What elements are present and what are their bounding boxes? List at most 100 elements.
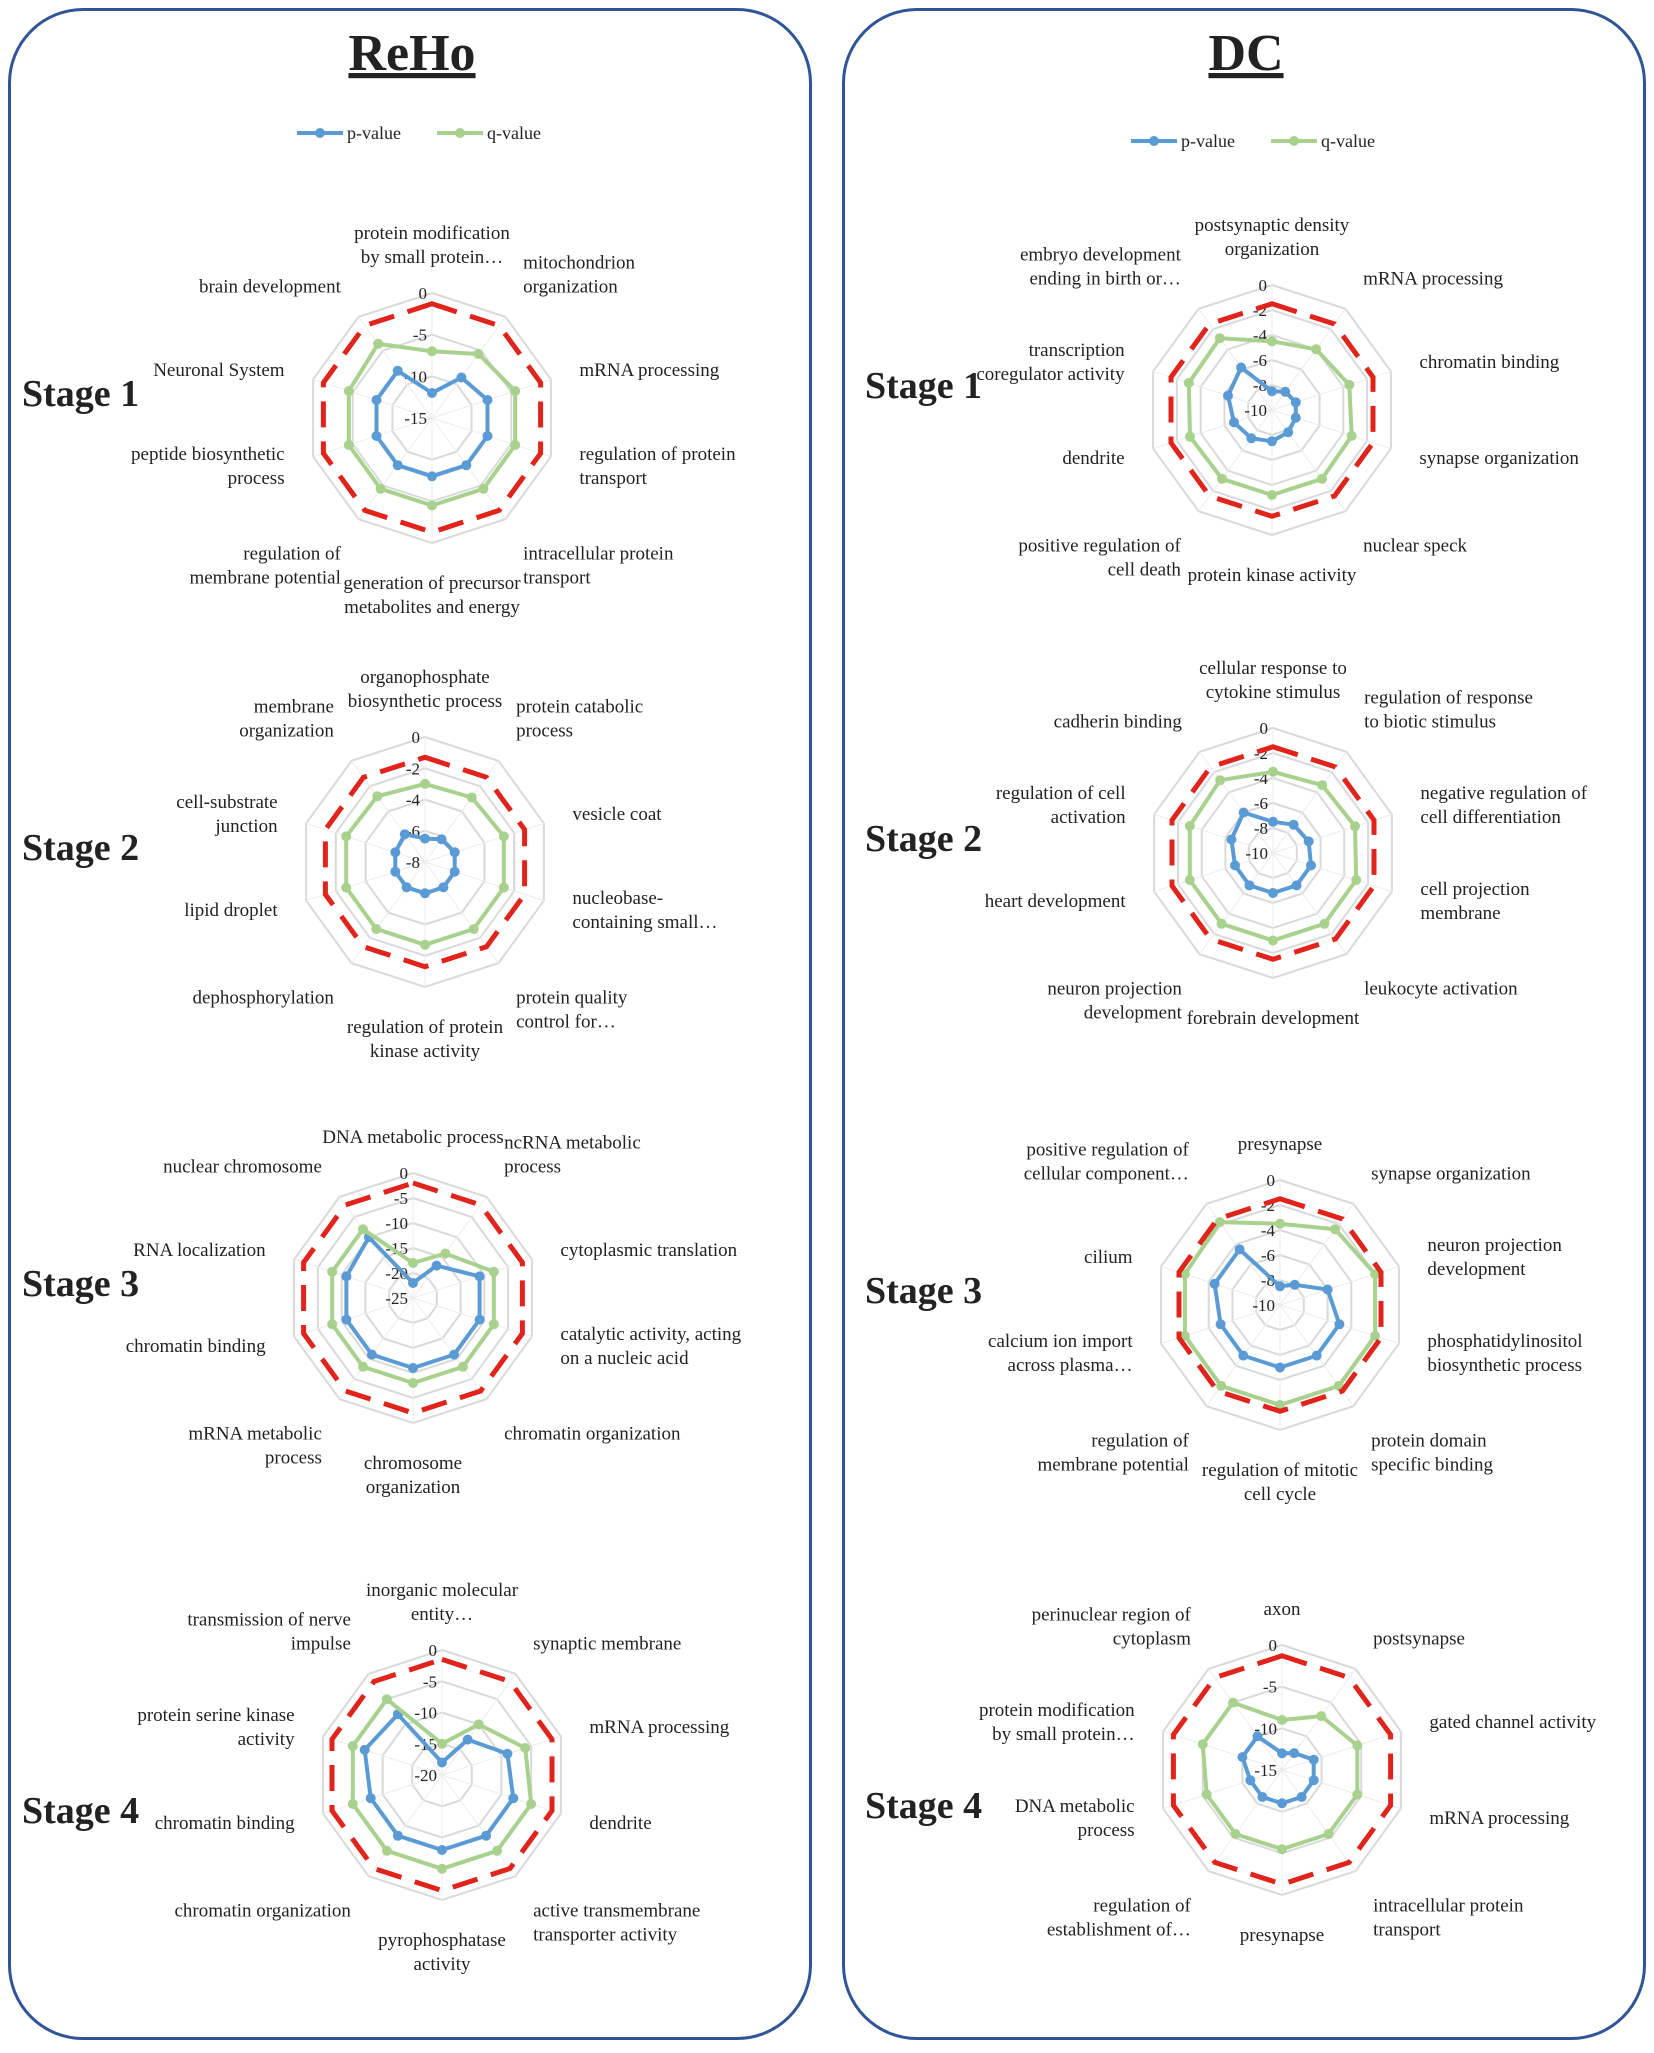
radar-category-label-line: protein modification [979,1700,1135,1721]
radar-category-label-line: catalytic activity, acting [560,1324,741,1345]
radar-category-label-line: membrane potential [189,567,340,588]
radar-category-label: mRNA processing [1429,1808,1569,1829]
radar-category-label-line: process [504,1157,561,1178]
radar-category-label-line: coregulator activity [976,364,1125,385]
radar-category-label: presynapse [1238,1134,1322,1155]
radar-category-label-line: process [516,721,573,742]
p-value-point [1245,1775,1256,1786]
p-value-point [482,431,493,441]
radar-category-label-line: cell-substrate [176,792,277,813]
radar-spoke [1208,1668,1283,1771]
radar-category-label-line: to biotic stimulus [1364,712,1496,733]
radar-category-label-line: activity [238,1729,295,1750]
radar-tick-label: -20 [385,1264,408,1283]
radar-category-label-line: containing small… [572,912,717,933]
q-value-point [1275,1400,1285,1410]
radar-category-label: postsynapse [1373,1629,1465,1650]
p-value-point [390,847,401,858]
q-value-point [1214,333,1225,344]
radar-category-label-line: ncRNA metabolic [504,1133,641,1154]
radar-category-label-line: cell differentiation [1420,807,1561,828]
q-value-point [437,1738,447,1749]
radar-category-label-line: biosynthetic process [1427,1355,1582,1376]
radar-category-label-line: biosynthetic process [348,691,503,712]
radar-category-label-line: kinase activity [370,1041,481,1062]
q-value-point [1185,431,1195,442]
p-value-point [474,1314,485,1325]
p-value-point [508,1793,519,1804]
p-value-point [399,829,410,840]
q-value-point [1352,1789,1363,1800]
p-value-point [1238,807,1249,818]
p-value-point [427,388,437,398]
q-value-point [492,1845,503,1856]
stage-label: Stage 3 [22,1263,139,1305]
radar-category-label-line: metabolites and energy [344,597,520,618]
q-value-point [1201,1789,1212,1800]
radar-category-label-line: cadherin binding [1054,712,1183,733]
q-value-point [381,1694,392,1705]
legend-q-value-label: q-value [487,123,541,143]
p-value-point [1268,816,1278,827]
radar-category-label-line: postsynapse [1373,1629,1465,1650]
radar-category-label-line: impulse [291,1634,351,1655]
radar-tick-label: -15 [1254,1761,1277,1780]
radar-category-label-line: membrane [254,697,334,718]
radar-category-label: RNA localization [133,1240,266,1261]
radar-category-label: synapse organization [1371,1164,1531,1185]
radar-category-label-line: dendrite [1062,448,1124,469]
radar-category-label-line: protein quality [516,987,628,1008]
p-value-point [438,882,449,893]
radar-tick-label: -25 [385,1289,408,1308]
p-value-point [1229,417,1239,428]
radar-category-label: mRNA processing [1363,269,1503,290]
q-value-point [1330,1224,1341,1235]
p-value-point [359,1744,370,1755]
radar-spoke [412,1297,487,1400]
radar-category-label-line: process [1078,1820,1135,1841]
p-value-point [1311,1350,1322,1361]
p-value-point [1308,1754,1319,1765]
legend-p-value-label: p-value [347,123,401,143]
radar-category-label-line: organization [366,1477,461,1498]
radar-category-label: forebrain development [1187,1008,1360,1029]
p-value-point [1280,386,1291,397]
p-value-point [462,1734,473,1745]
p-value-point [1289,1748,1300,1759]
q-value-point [1268,766,1278,777]
radar-category-label-line: DNA metabolic [1015,1796,1135,1817]
radar-category-label-line: process [265,1447,322,1468]
radar-category-label-line: transporter activity [533,1924,678,1945]
p-value-point [1230,860,1240,871]
radar-category-label: chromatin organization [504,1423,681,1444]
q-value-point [1370,1330,1381,1341]
radar-category-label-line: organization [1225,239,1320,260]
p-value-point [437,1757,447,1768]
p-value-point [420,888,430,899]
stage-label: Stage 2 [865,818,982,860]
q-value-point [1316,1711,1327,1722]
radar-spoke [412,1258,533,1299]
p-value-point [1277,1748,1287,1759]
q-value-point [1215,775,1226,786]
radar-category-label-line: cell death [1108,559,1182,580]
radar-category-label-line: peptide biosynthetic [131,444,285,465]
radar-category-label-line: gated channel activity [1429,1712,1596,1733]
radar-tick-label: 0 [1269,1636,1278,1655]
radar-category-label-line: process [228,468,285,489]
radar-tick-label: 0 [400,1164,409,1183]
radar-tick-label: -5 [423,1672,437,1691]
p-value-point [1238,1350,1249,1361]
q-value-point [526,1799,537,1809]
radar-category-label-line: synapse organization [1419,448,1579,469]
